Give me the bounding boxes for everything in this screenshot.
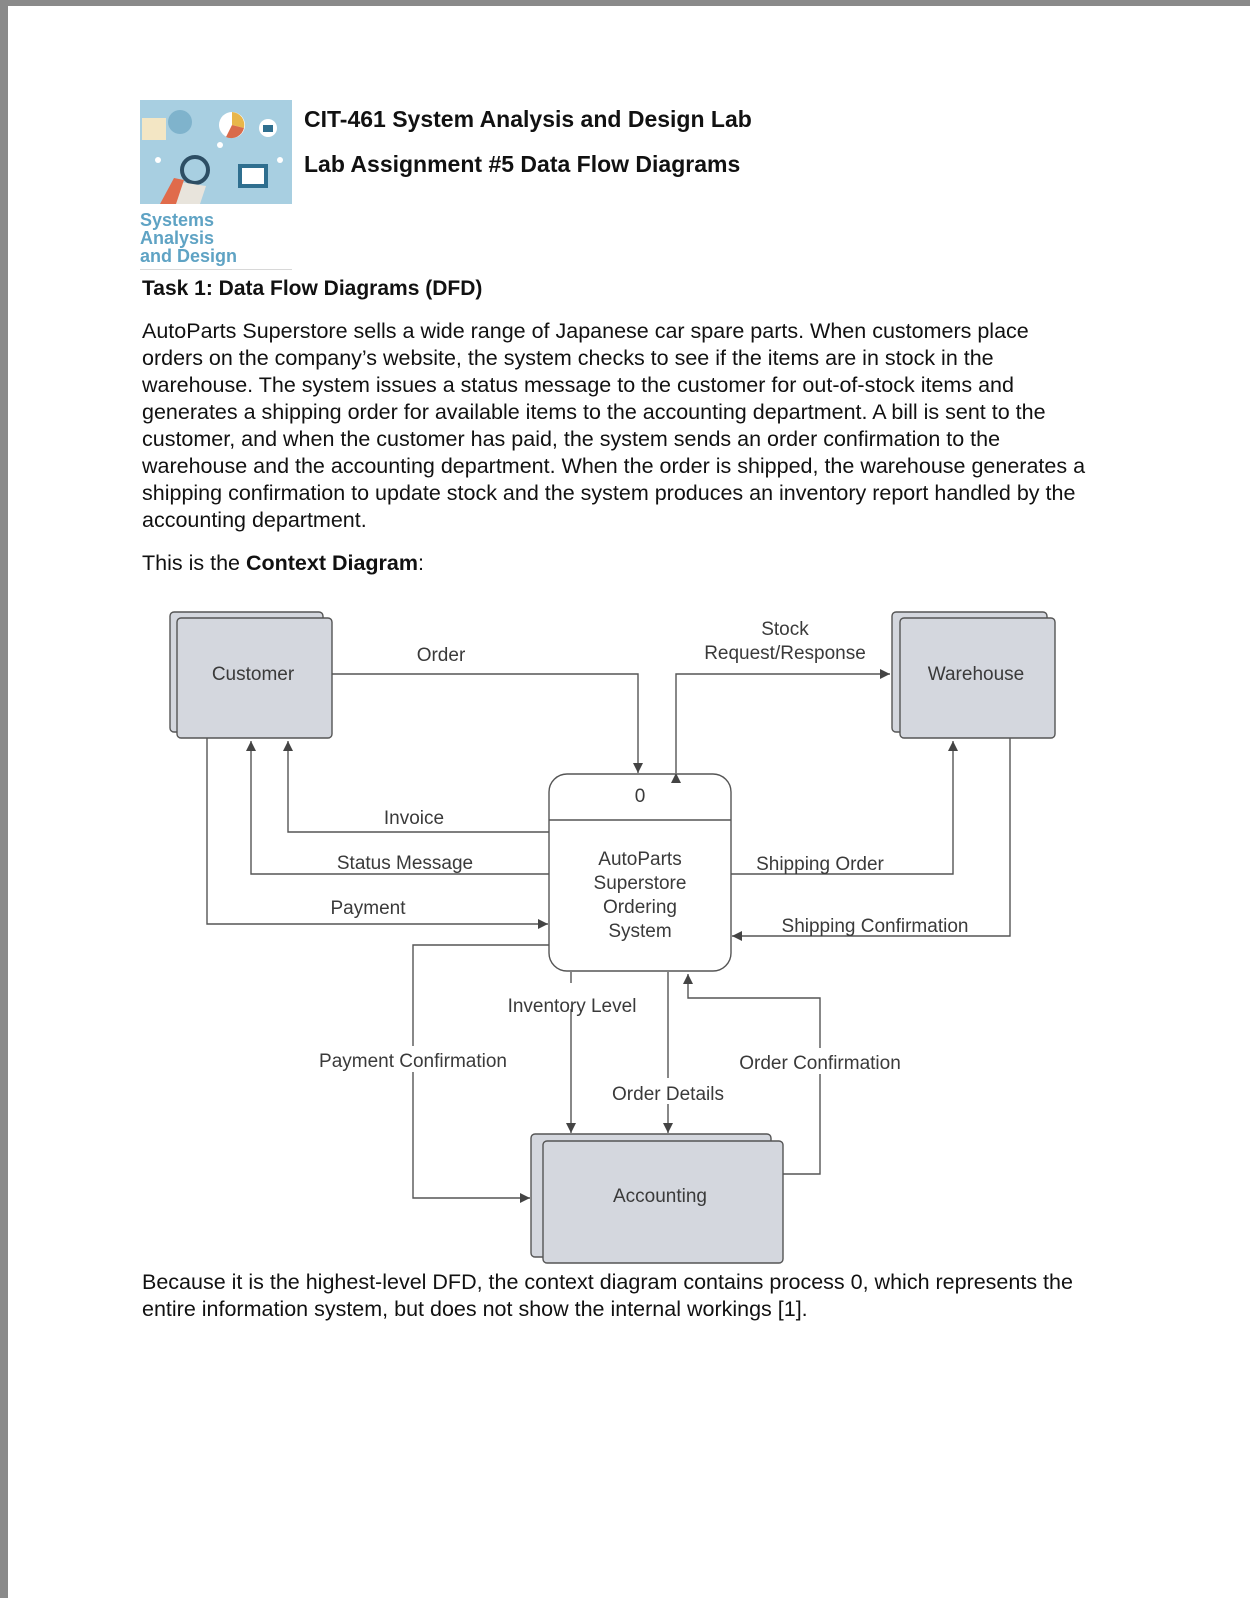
flow-status-message	[246, 741, 549, 875]
logo-caption: Systems Analysis and Design	[140, 211, 292, 270]
flow-payment	[206, 738, 548, 929]
process-name-line4: System	[608, 921, 671, 942]
flow-stock-label-line2: Request/Response	[704, 643, 866, 664]
assignment-title: Lab Assignment #5 Data Flow Diagrams	[304, 151, 741, 177]
context-diagram-intro: This is the Context Diagram:	[142, 551, 424, 576]
task-description: AutoParts Superstore sells a wide range …	[142, 319, 1086, 532]
task-heading: Task 1: Data Flow Diagrams (DFD)	[142, 277, 483, 300]
flow-status-message-label: Status Message	[337, 853, 473, 874]
flow-shipping-confirmation	[732, 738, 1011, 941]
flow-payment-confirmation-label: Payment Confirmation	[319, 1051, 507, 1072]
customer-label: Customer	[212, 664, 295, 685]
flow-order-details-label: Order Details	[612, 1084, 724, 1105]
accounting-entity	[542, 1140, 784, 1264]
intro-suffix: :	[418, 551, 424, 575]
flow-order	[332, 673, 643, 773]
flow-inventory-level-label: Inventory Level	[508, 996, 637, 1017]
course-logo-image	[140, 100, 292, 204]
flow-shipping-order-label: Shipping Order	[756, 854, 884, 875]
flow-invoice	[283, 741, 549, 833]
flow-order-confirmation-label: Order Confirmation	[739, 1053, 901, 1074]
flow-invoice-label: Invoice	[384, 808, 444, 829]
intro-bold: Context Diagram	[245, 551, 418, 575]
process-0	[548, 773, 732, 972]
intro-prefix: This is the	[142, 551, 246, 575]
warehouse-entity	[899, 617, 1056, 739]
flow-shipping-order	[731, 741, 958, 875]
warehouse-label: Warehouse	[928, 664, 1024, 685]
customer-entity	[176, 617, 333, 739]
flow-shipping-confirmation-label: Shipping Confirmation	[782, 916, 969, 937]
process-number: 0	[635, 786, 646, 807]
flow-payment-label: Payment	[331, 898, 407, 919]
logo-caption-line1: Systems Analysis	[140, 210, 215, 248]
logo-caption-line2: and Design	[140, 246, 238, 266]
flow-order-confirmation	[683, 974, 821, 1175]
flow-order-label: Order	[417, 645, 466, 666]
flow-stock	[671, 669, 890, 783]
process-name-line3: Ordering	[603, 897, 677, 918]
process-name-line1: AutoParts	[598, 849, 681, 870]
course-title: CIT-461 System Analysis and Design Lab	[304, 106, 752, 132]
accounting-label: Accounting	[613, 1186, 707, 1207]
process-name-line2: Superstore	[594, 873, 687, 894]
flow-stock-label-line1: Stock	[761, 619, 809, 640]
closing-paragraph: Because it is the highest-level DFD, the…	[142, 1270, 1073, 1321]
